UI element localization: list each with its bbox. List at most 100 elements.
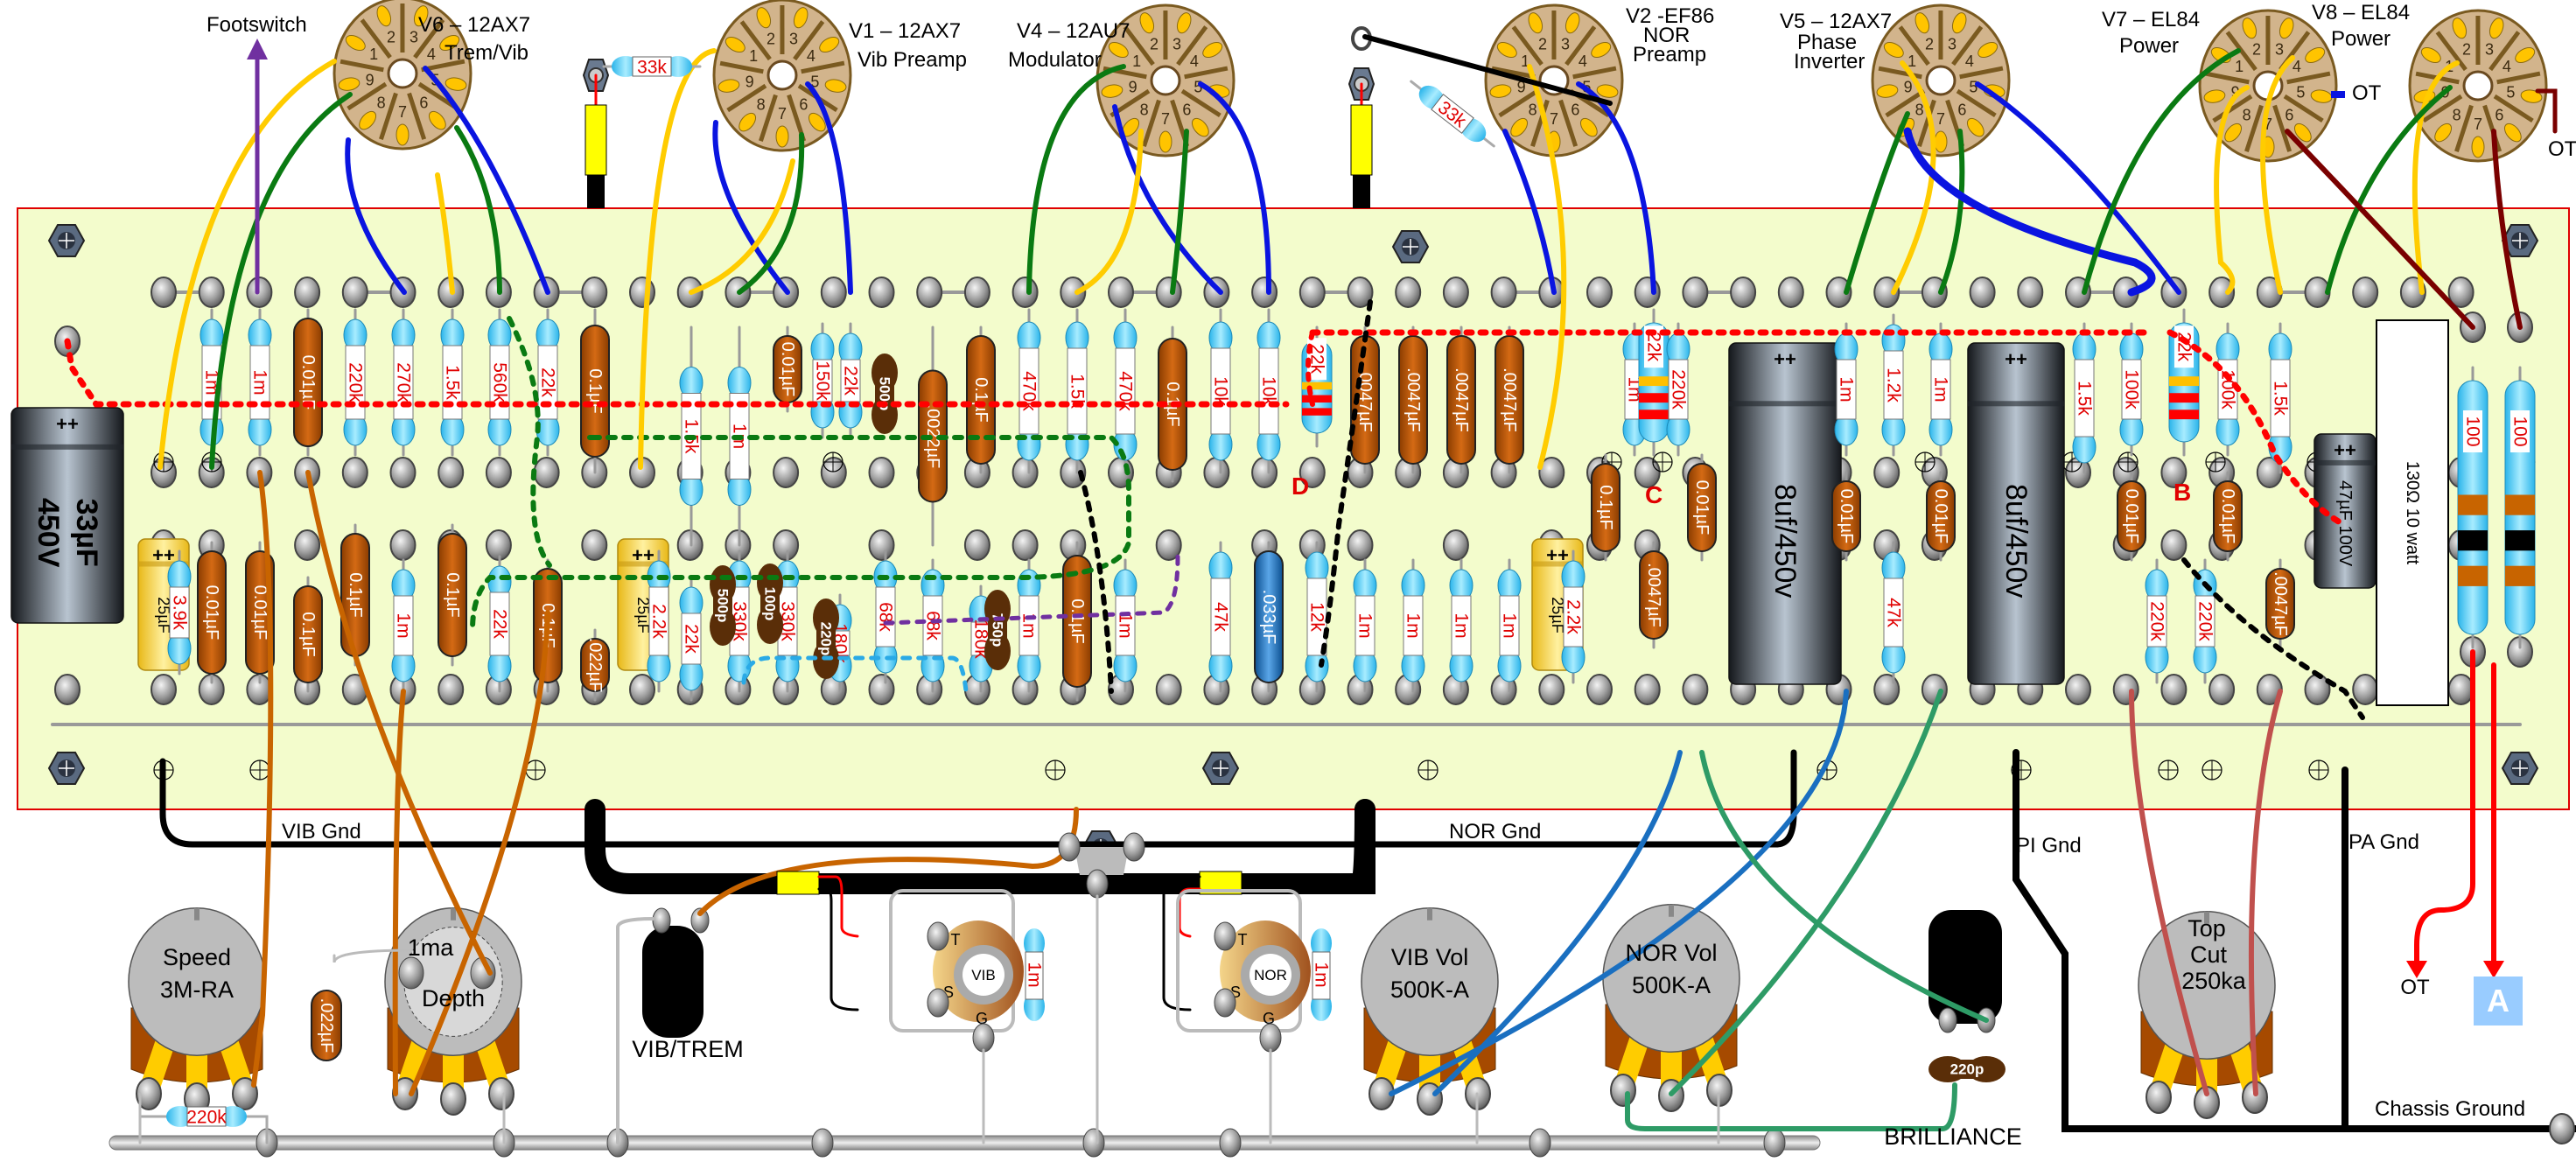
black-dashed: [1078, 470, 1114, 694]
turret-lug: [581, 276, 608, 308]
socket-rib: [1956, 88, 1997, 118]
turret-row2: [2256, 457, 2283, 488]
turret-row2: [1538, 457, 1565, 488]
pin-number: 7: [2474, 116, 2482, 133]
ot-stub-v8: [2535, 88, 2558, 134]
hookup-wire: [2285, 129, 2475, 330]
pin-number: 5: [1969, 79, 1978, 96]
resistor-value: 2.2k: [1564, 599, 1584, 634]
turret-top: [1298, 276, 1326, 308]
turret-row2: [820, 457, 847, 488]
capacitor-value: .0047µF: [1404, 368, 1423, 432]
tube-role-v2: NOR: [1643, 24, 1690, 47]
pin-number: 3: [1561, 36, 1570, 53]
black-dashed-b: [2181, 557, 2365, 720]
socket-pin: [1951, 12, 1967, 34]
polarity-mark: ++: [2334, 439, 2356, 461]
depth-switch-wire: [332, 948, 413, 963]
resistor-22k: 22k: [679, 576, 704, 702]
capacitor-value: 0.01µF: [2218, 489, 2237, 544]
turret-lug: [1155, 674, 1182, 705]
resistor-1.5k: 1.5k: [440, 308, 465, 457]
capacitor-body: [1446, 335, 1476, 465]
turret-lug: [2304, 674, 2331, 705]
resistor-body: [875, 586, 896, 648]
hookup-wire: [1938, 129, 1965, 295]
electrolytic-groove: [1968, 401, 2064, 407]
bus-solder-point: [1219, 1128, 1242, 1158]
resistor-2.2k: 2.2k: [647, 550, 671, 693]
turret-top: [198, 276, 225, 308]
turret-row2: [2160, 457, 2188, 488]
resistor-12k: 12k: [1305, 541, 1329, 693]
vib-vol-name: VIB Vol: [1391, 944, 1469, 970]
resistor-value: 2.2k: [649, 604, 669, 639]
resistor-body: [169, 586, 190, 639]
ground-bus-bar: [108, 1135, 1821, 1151]
capacitor-body: [1254, 550, 1284, 683]
pin-number: 2: [2252, 41, 2261, 59]
turret-lug: [868, 457, 895, 488]
speed-cap: .022µF: [311, 990, 342, 1061]
pin-number: 1: [369, 46, 378, 63]
hookup-wire: [454, 125, 502, 295]
pin-number: 9: [1517, 79, 1526, 96]
chassis-ground-lug: [2549, 1113, 2575, 1144]
turret-lug: [2160, 276, 2188, 308]
color-band: [1639, 376, 1669, 387]
hookup-wire: [1502, 129, 1557, 295]
capacitor-body: [438, 533, 467, 657]
pin-number: 6: [1182, 102, 1191, 119]
mounting-nut-icon: [1391, 230, 1430, 263]
socket-pin: [2278, 18, 2294, 39]
jack-hot-wire: [1178, 887, 1201, 938]
pin-number: 7: [778, 105, 787, 122]
socket-rib: [2496, 71, 2541, 85]
turret-top: [1395, 276, 1422, 308]
nor-vol-name: NOR Vol: [1625, 940, 1717, 966]
resistor-value: 560k: [490, 362, 510, 402]
resistor-value: 1m: [394, 612, 414, 638]
hookup-wire: [2129, 689, 2209, 1096]
resistor-1m: 1m: [1401, 558, 1425, 693]
resistor-560k: 560k: [487, 308, 512, 457]
tube-role-v5: Phase: [1797, 31, 1857, 54]
pin-number: 6: [419, 94, 428, 112]
cap-0.1uf: 0.1µF: [966, 326, 996, 474]
jack-terminal-letter: T: [1238, 931, 1248, 948]
jack-terminal-letter: T: [951, 931, 961, 948]
pin-number: 4: [1578, 52, 1587, 70]
jack-hole: [1250, 954, 1292, 996]
capacitor-value: 0.1µF: [443, 572, 462, 618]
resistor-body: [393, 595, 414, 656]
power-resistor-body: [2376, 319, 2449, 706]
turret-row3: [1012, 529, 1039, 561]
resistor-value: 3.9k: [170, 595, 190, 630]
tube-label-v8: V8 – EL84: [2312, 1, 2410, 24]
socket-pin: [1191, 117, 1209, 137]
pin-number: 8: [2453, 107, 2461, 124]
tube-role-v8: Power: [2331, 27, 2390, 51]
turret-bottom: [2352, 674, 2379, 705]
capacitor-body: [1687, 463, 1717, 552]
turret-row3: [294, 529, 321, 561]
turret-lug: [1251, 457, 1278, 488]
electrolytic-groove: [618, 561, 668, 567]
switch-orange-wire: [697, 807, 1079, 916]
turret-lug: [1921, 276, 1948, 308]
turret-bottom: [2447, 674, 2474, 705]
hookup-wire: [1699, 750, 1989, 1023]
socket-pin: [2203, 89, 2226, 103]
resistor-220k: 220k: [343, 308, 368, 457]
socket-rib: [2212, 94, 2253, 123]
resistor-value: 1m: [1837, 376, 1857, 402]
hookup-wire: [1669, 689, 1943, 1096]
turret-lug: [820, 276, 847, 308]
pin-number: 4: [807, 47, 816, 65]
resistor-value: 330k: [778, 601, 798, 641]
turret-row2: [773, 457, 800, 488]
resistor-body: [1025, 951, 1044, 1000]
